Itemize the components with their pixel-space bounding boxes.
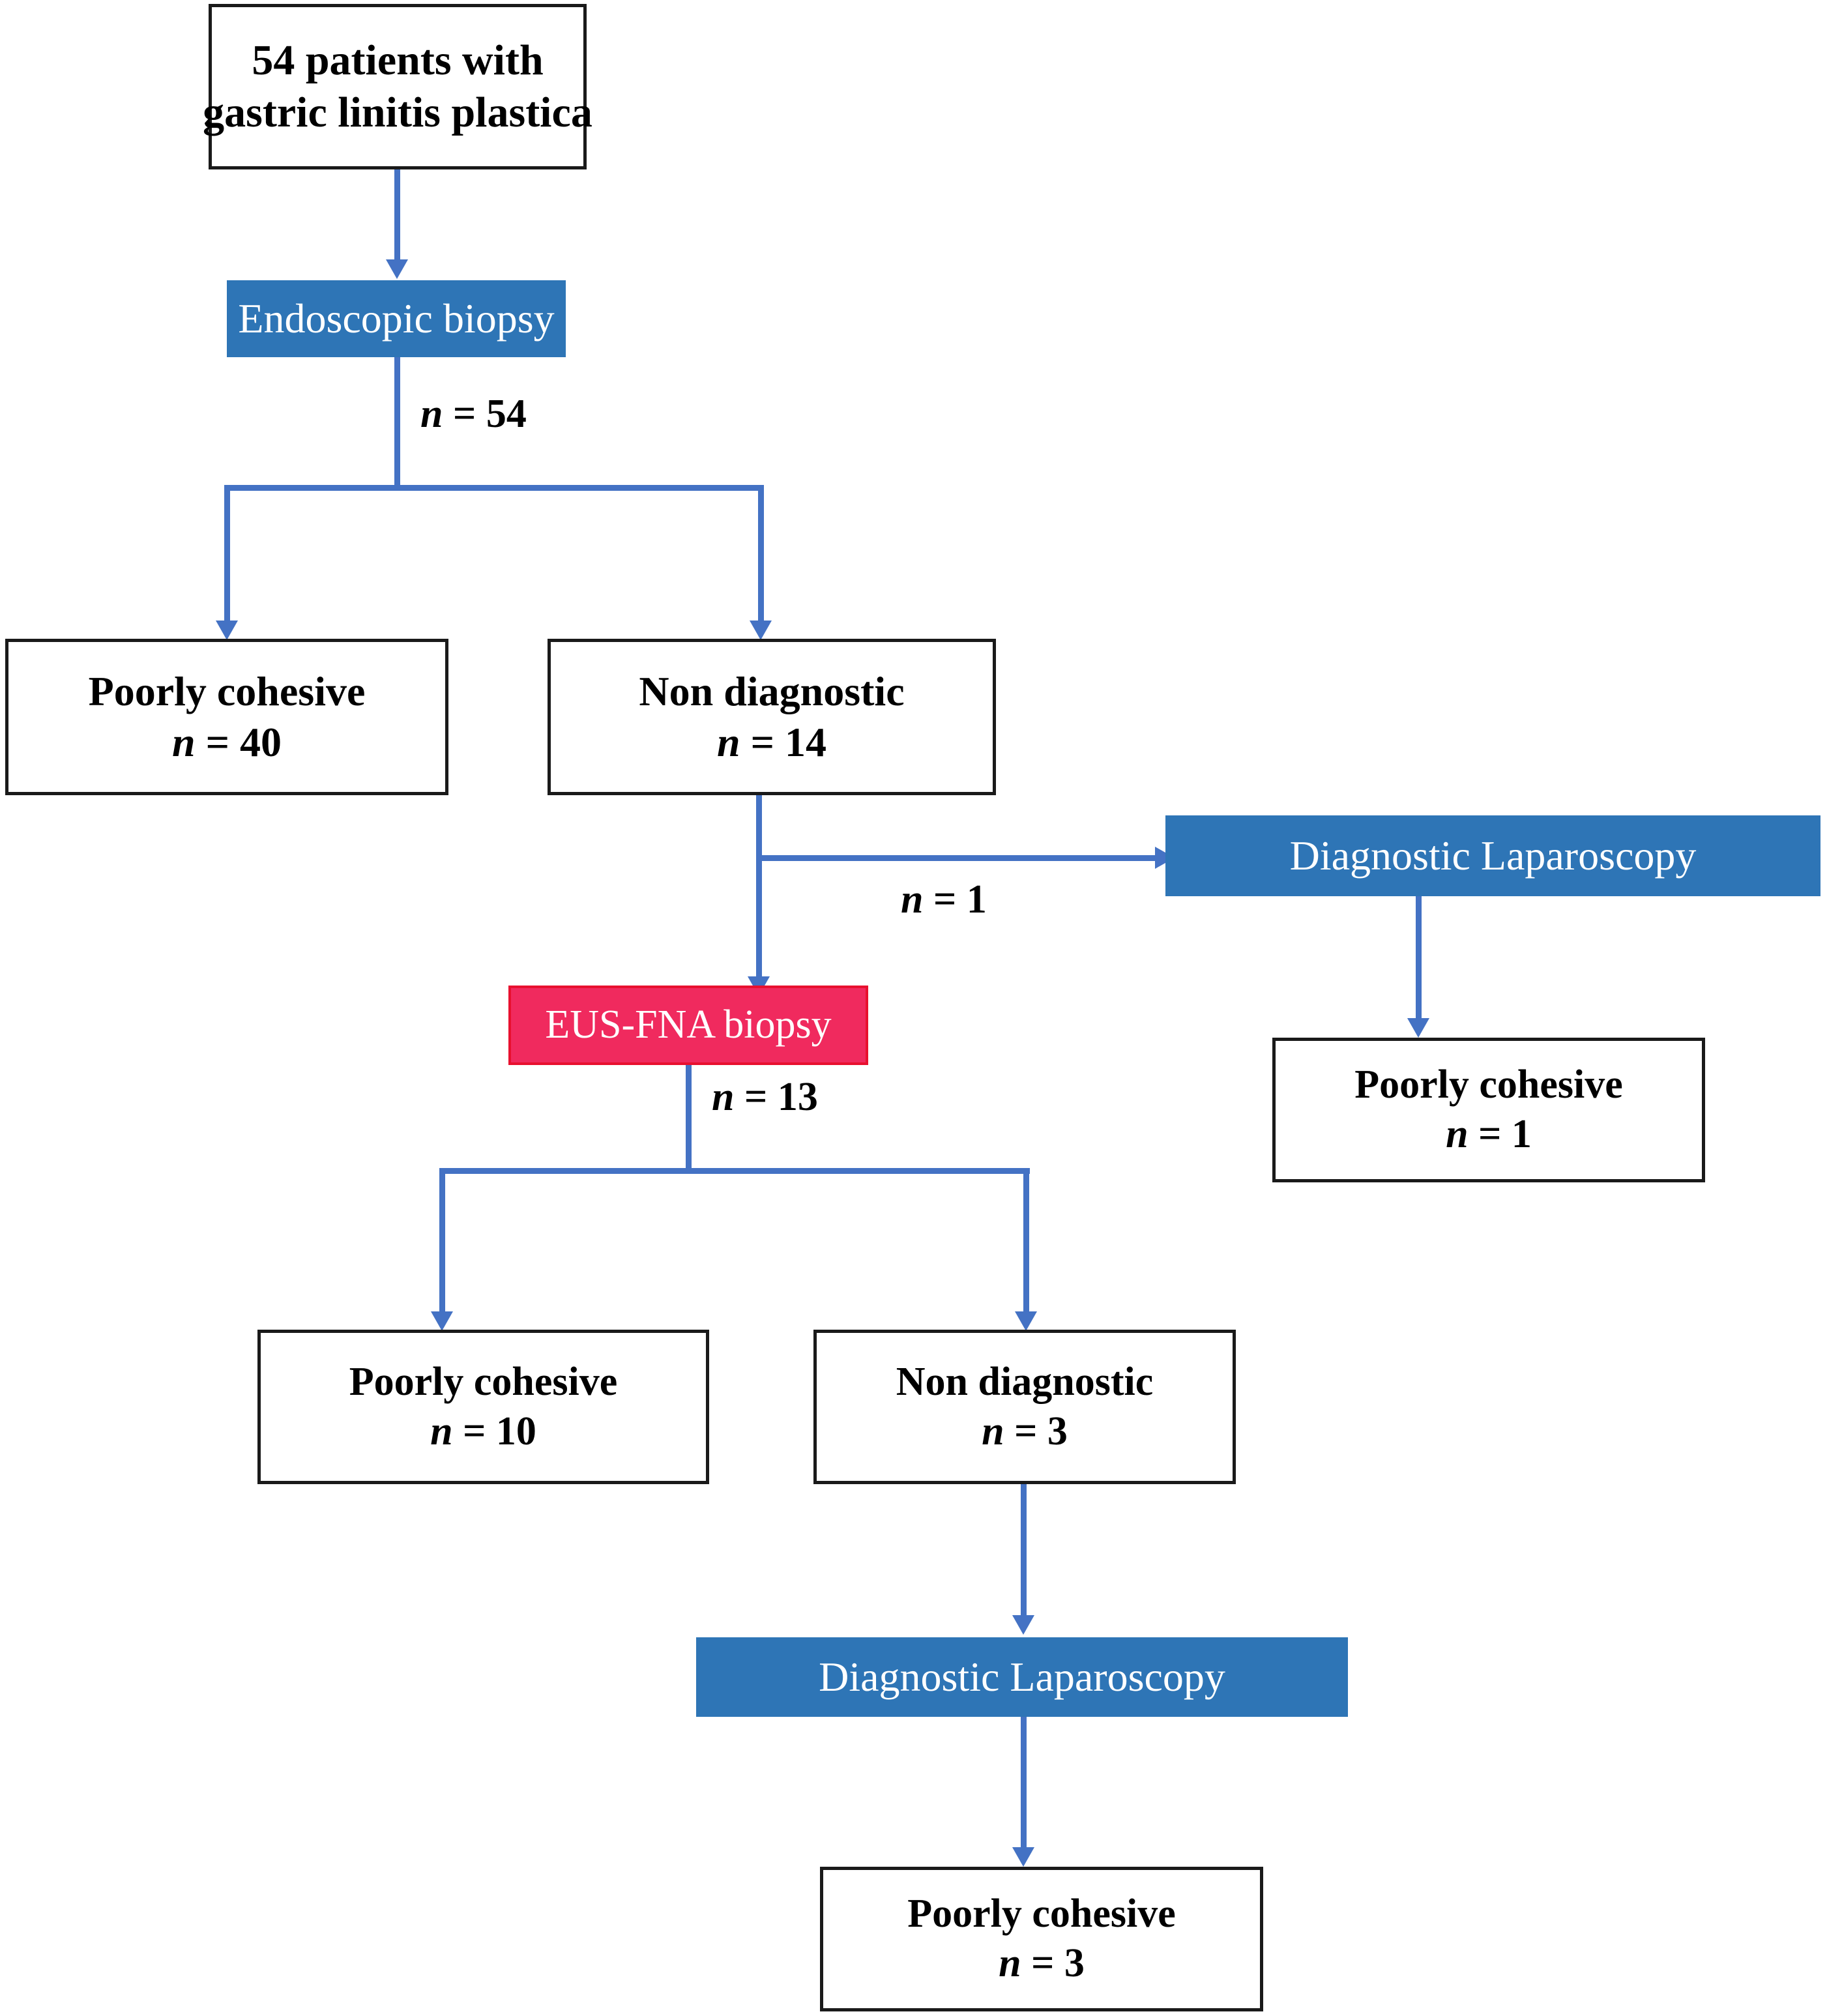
- node-poorly-cohesive-3: Poorly cohesive n = 3: [820, 1867, 1263, 2011]
- connector-split-right-level1: [758, 485, 764, 626]
- node-eus-fna-biopsy: EUS-FNA biopsy: [508, 986, 868, 1065]
- arrowhead-to-poorly-cohesive-1: [1407, 1018, 1429, 1038]
- node-poorly-cohesive-3-count: n = 3: [999, 1941, 1085, 1986]
- connector-nondiag3-to-laparoscopy-bottom: [1021, 1484, 1027, 1621]
- connector-eusfna-trunk: [686, 1065, 692, 1173]
- edge-label-n13-var: n: [712, 1075, 735, 1119]
- node-diagnostic-laparoscopy-right: Diagnostic Laparoscopy: [1165, 815, 1820, 896]
- node-non-diagnostic-3-n: n: [982, 1409, 1004, 1454]
- node-poorly-cohesive-1-n: n: [1446, 1112, 1469, 1157]
- node-non-diagnostic-3-value: = 3: [1014, 1409, 1068, 1454]
- node-54-patients: 54 patients with gastric linitis plastic…: [203, 4, 592, 169]
- edge-label-n13: n = 13: [712, 1074, 818, 1120]
- connector-endoscopy-trunk: [394, 357, 400, 491]
- arrowhead-to-poorly-cohesive-10: [431, 1311, 453, 1331]
- node-endoscopic-biopsy-label: Endoscopic biopsy: [238, 295, 555, 342]
- node-poorly-cohesive-10-value: = 10: [463, 1409, 536, 1454]
- connector-split-bar-level1: [224, 485, 764, 491]
- arrowhead-to-non-diagnostic-14: [750, 621, 772, 640]
- node-non-diagnostic-3-line1: Non diagnostic: [896, 1359, 1154, 1404]
- node-diagnostic-laparoscopy-bottom: Diagnostic Laparoscopy: [696, 1637, 1348, 1717]
- connector-root-to-endoscopy: [394, 169, 400, 267]
- node-poorly-cohesive-10: Poorly cohesive n = 10: [257, 1330, 709, 1484]
- arrowhead-to-poorly-cohesive-40: [216, 621, 238, 640]
- node-poorly-cohesive-3-line1: Poorly cohesive: [907, 1892, 1176, 1936]
- edge-label-n1-var: n: [901, 877, 924, 922]
- node-poorly-cohesive-1: Poorly cohesive n = 1: [1272, 1038, 1705, 1182]
- node-non-diagnostic-14: Non diagnostic n = 14: [548, 639, 996, 795]
- node-poorly-cohesive-40-line1: Poorly cohesive: [88, 668, 366, 715]
- node-poorly-cohesive-10-line1: Poorly cohesive: [349, 1359, 618, 1404]
- node-non-diagnostic-14-value: = 14: [750, 719, 827, 766]
- node-poorly-cohesive-1-line1: Poorly cohesive: [1354, 1062, 1623, 1107]
- connector-split-bar-level2: [439, 1168, 1030, 1174]
- connector-split-right-level2: [1023, 1168, 1029, 1317]
- connector-split-left-level2: [439, 1168, 445, 1317]
- connector-split-left-level1: [224, 485, 230, 626]
- node-54-patients-line1: 54 patients with: [252, 36, 544, 84]
- edge-label-n54: n = 54: [420, 391, 527, 437]
- node-non-diagnostic-3-count: n = 3: [982, 1409, 1068, 1454]
- node-endoscopic-biopsy: Endoscopic biopsy: [227, 280, 566, 357]
- node-poorly-cohesive-1-count: n = 1: [1446, 1112, 1532, 1157]
- node-poorly-cohesive-3-n: n: [999, 1941, 1021, 1986]
- node-poorly-cohesive-40-value: = 40: [205, 719, 282, 766]
- node-eus-fna-biopsy-label: EUS-FNA biopsy: [545, 1002, 832, 1047]
- node-non-diagnostic-14-n: n: [716, 719, 740, 766]
- edge-label-n54-value: = 54: [452, 392, 527, 436]
- node-poorly-cohesive-40-n: n: [171, 719, 196, 766]
- arrowhead-to-non-diagnostic-3: [1015, 1311, 1037, 1331]
- node-poorly-cohesive-40-count: n = 40: [172, 719, 282, 766]
- node-poorly-cohesive-1-value: = 1: [1478, 1112, 1532, 1157]
- edge-label-n54-var: n: [420, 392, 443, 436]
- edge-label-n1: n = 1: [901, 877, 987, 923]
- arrowhead-to-poorly-cohesive-3: [1012, 1847, 1034, 1867]
- node-non-diagnostic-14-line1: Non diagnostic: [639, 668, 905, 715]
- connector-nondiag14-to-laparoscopy: [756, 855, 1167, 861]
- node-non-diagnostic-3: Non diagnostic n = 3: [813, 1330, 1236, 1484]
- node-poorly-cohesive-10-n: n: [430, 1409, 453, 1454]
- connector-nondiag14-trunk: [756, 795, 762, 997]
- arrowhead-to-laparoscopy-bottom: [1012, 1615, 1034, 1635]
- node-diagnostic-laparoscopy-bottom-label: Diagnostic Laparoscopy: [819, 1654, 1225, 1701]
- node-non-diagnostic-14-count: n = 14: [717, 719, 826, 766]
- connector-laparoscopy-bottom-to-pc3: [1021, 1717, 1027, 1854]
- node-diagnostic-laparoscopy-right-label: Diagnostic Laparoscopy: [1289, 832, 1697, 879]
- edge-label-n1-value: = 1: [933, 877, 987, 922]
- connector-laparoscopy-right-to-pc1: [1416, 896, 1422, 1023]
- node-poorly-cohesive-40: Poorly cohesive n = 40: [5, 639, 448, 795]
- node-poorly-cohesive-10-count: n = 10: [430, 1409, 536, 1454]
- arrowhead-root-to-endoscopy: [386, 259, 408, 279]
- node-54-patients-line2: gastric linitis plastica: [203, 89, 592, 137]
- edge-label-n13-value: = 13: [744, 1075, 818, 1119]
- node-poorly-cohesive-3-value: = 3: [1031, 1941, 1085, 1986]
